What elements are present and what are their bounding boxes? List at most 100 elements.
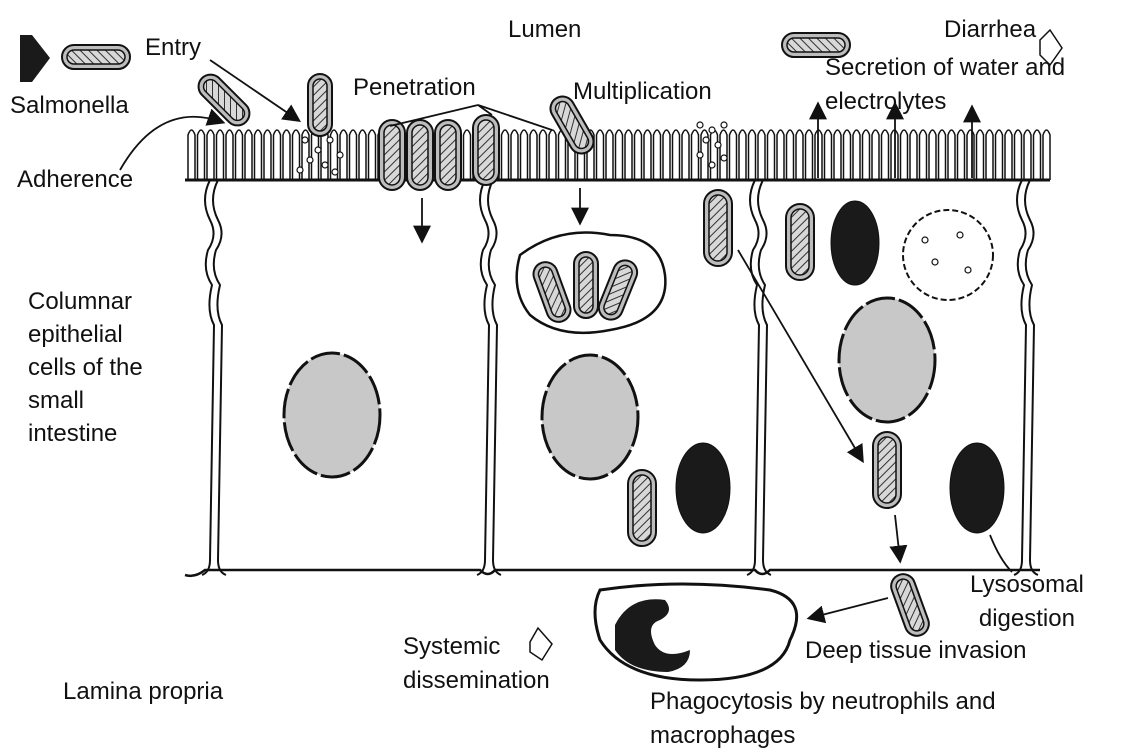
microvillus xyxy=(768,130,775,180)
microvillus xyxy=(369,130,376,180)
label-phagocytosis: Phagocytosis by neutrophils and macropha… xyxy=(650,685,996,753)
microvillus xyxy=(711,130,718,180)
microvillus xyxy=(682,130,689,180)
microvillus xyxy=(198,130,205,180)
microvillus xyxy=(530,130,537,180)
microvillus xyxy=(283,130,290,180)
microvillus xyxy=(654,130,661,180)
label-columnar-epithelial: Columnar epithelial cells of the small i… xyxy=(28,285,143,450)
microvillus xyxy=(511,130,518,180)
microvillus xyxy=(663,130,670,180)
vacuole-rod xyxy=(574,252,598,318)
microvillus xyxy=(540,130,547,180)
microvillus xyxy=(806,130,813,180)
salmonella-rod-penetrating xyxy=(435,120,461,190)
microvillus xyxy=(882,130,889,180)
microvillus xyxy=(597,130,604,180)
microvillus xyxy=(549,130,556,180)
microvillus xyxy=(749,130,756,180)
label-lamina-propria: Lamina propria xyxy=(63,678,223,706)
label-adherence: Adherence xyxy=(17,166,133,194)
microvillus xyxy=(350,130,357,180)
salmonella-rod-cell2 xyxy=(628,470,656,546)
microvillus xyxy=(207,130,214,180)
microvillus xyxy=(226,130,233,180)
microvillus xyxy=(625,130,632,180)
microvillus xyxy=(825,130,832,180)
microvillus xyxy=(1034,130,1041,180)
microvillus xyxy=(863,130,870,180)
nucleus-cell-2 xyxy=(542,355,638,479)
microvillus xyxy=(264,130,271,180)
microvillus xyxy=(245,130,252,180)
microvillus xyxy=(967,130,974,180)
microvillus xyxy=(986,130,993,180)
debris-dot xyxy=(697,152,703,158)
salmonella-rod-adhering xyxy=(194,70,255,131)
microvillus xyxy=(673,130,680,180)
microvillus xyxy=(777,130,784,180)
salmonella-rod-migrating xyxy=(873,432,901,508)
microvillus xyxy=(635,130,642,180)
microvilli-brush-border xyxy=(188,130,1050,180)
microvillus xyxy=(502,130,509,180)
salmonella-rod-penetrating xyxy=(473,115,499,185)
microvillus xyxy=(188,130,195,180)
debris-dot xyxy=(315,147,321,153)
microvillus xyxy=(464,130,471,180)
debris-dot xyxy=(709,127,715,133)
lysosomal-pointer xyxy=(990,535,1012,572)
label-multiplication: Multiplication xyxy=(573,78,712,106)
basal-membrane-line xyxy=(185,570,1040,576)
salmonella-rod-entering xyxy=(62,45,130,69)
debris-dot xyxy=(932,259,938,265)
microvillus xyxy=(929,130,936,180)
microvillus xyxy=(321,130,328,180)
microvillus xyxy=(739,130,746,180)
microvillus xyxy=(606,130,613,180)
debris-dot xyxy=(307,157,313,163)
microvillus xyxy=(274,130,281,180)
label-penetration: Penetration xyxy=(353,74,476,102)
label-salmonella: Salmonella xyxy=(10,92,129,120)
microvillus xyxy=(901,130,908,180)
microvillus xyxy=(1024,130,1031,180)
label-secretion: Secretion of water and xyxy=(825,54,1065,82)
microvillus xyxy=(796,130,803,180)
microvillus xyxy=(236,130,243,180)
salmonella-rod-entry xyxy=(308,74,332,136)
microvillus xyxy=(312,130,319,180)
salmonella-rod-penetrating xyxy=(407,120,433,190)
microvillus xyxy=(359,130,366,180)
debris-dot xyxy=(957,232,963,238)
debris-dot xyxy=(297,167,303,173)
debris-dot xyxy=(715,142,721,148)
debris-dot xyxy=(721,122,727,128)
microvillus xyxy=(920,130,927,180)
penetration-arrow-1 xyxy=(390,105,478,126)
microvillus xyxy=(853,130,860,180)
microvillus xyxy=(1015,130,1022,180)
lysosome-vesicle xyxy=(903,210,993,300)
label-lumen: Lumen xyxy=(508,16,581,44)
microvillus xyxy=(939,130,946,180)
debris-dot xyxy=(337,152,343,158)
microvillus xyxy=(1043,130,1050,180)
microvillus xyxy=(644,130,651,180)
microvillus xyxy=(844,130,851,180)
debris-dot xyxy=(721,155,727,161)
debris-dot xyxy=(327,137,333,143)
microvillus xyxy=(255,130,262,180)
debris-dot xyxy=(697,122,703,128)
label-lysosomal-digestion: Lysosomal digestion xyxy=(970,568,1084,636)
microvillus xyxy=(217,130,224,180)
microvillus xyxy=(910,130,917,180)
salmonella-rod-penetrating xyxy=(379,120,405,190)
cell-exit-arrow xyxy=(895,515,900,560)
microvillus xyxy=(948,130,955,180)
phagocytosis-arrow xyxy=(810,598,888,618)
debris-dot xyxy=(965,267,971,273)
debris-dot xyxy=(302,137,308,143)
microvillus xyxy=(758,130,765,180)
salmonella-incoming-arrow xyxy=(20,35,50,82)
